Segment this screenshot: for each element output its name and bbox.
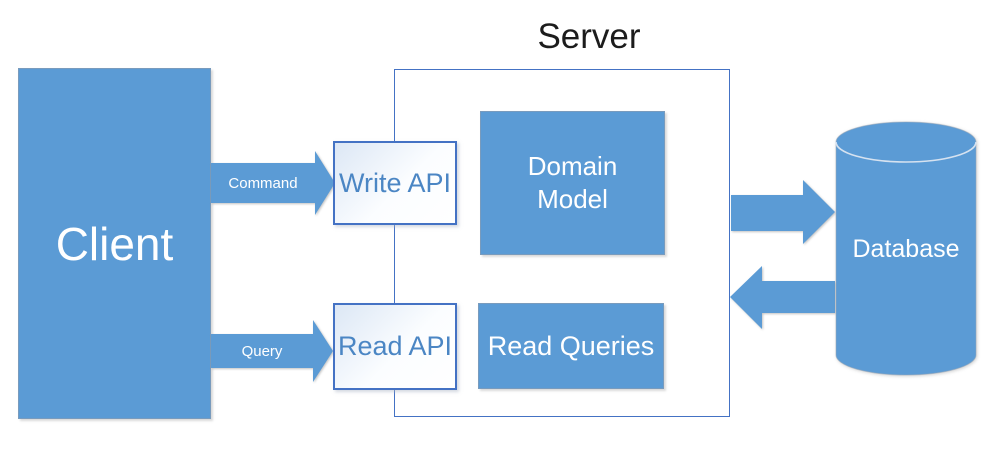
node-read-queries: Read Queries <box>478 303 664 389</box>
command-arrow-label: Command <box>228 174 298 192</box>
server-to-database-arrow <box>731 180 835 244</box>
read-queries-label: Read Queries <box>487 330 655 361</box>
write-api-label: Write API <box>338 167 452 198</box>
client-label: Client <box>55 217 174 270</box>
node-domain-model: Domain Model <box>480 111 665 255</box>
database-cylinder-icon <box>835 121 977 376</box>
node-read-api: Read API <box>333 303 457 390</box>
database-to-server-arrow <box>730 266 835 329</box>
node-client: Client <box>18 68 211 419</box>
server-group-boundary <box>394 69 730 417</box>
query-arrow-label: Query <box>241 342 283 360</box>
read-api-label: Read API <box>337 331 453 361</box>
domain-model-label: Domain Model <box>527 151 618 214</box>
server-group-title: Server <box>537 17 641 56</box>
node-write-api: Write API <box>333 141 457 225</box>
node-database-label: Database <box>852 234 960 263</box>
